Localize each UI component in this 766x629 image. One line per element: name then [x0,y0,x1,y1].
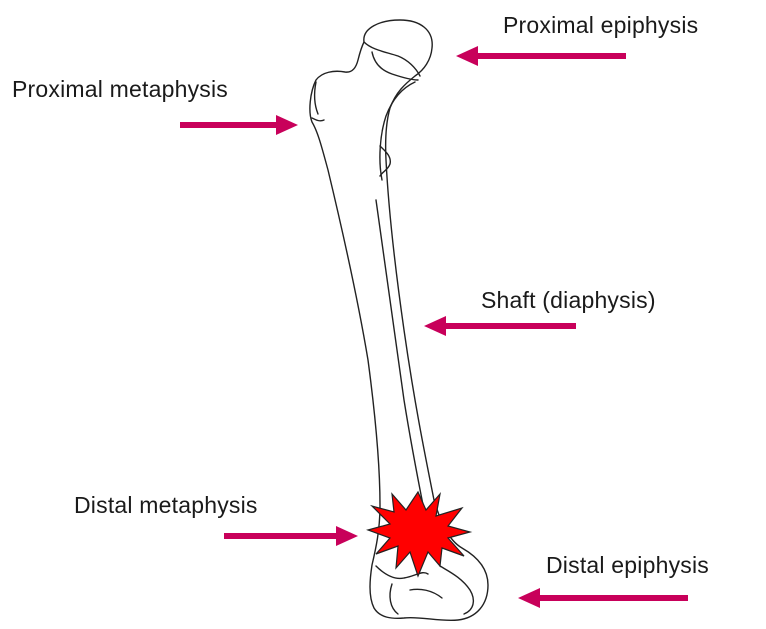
arrow-distal-epiphysis [518,588,688,608]
arrow-distal-metaphysis [224,526,358,546]
arrow-proximal-metaphysis [180,115,298,135]
label-distal-epiphysis: Distal epiphysis [546,552,709,579]
label-proximal-epiphysis: Proximal epiphysis [503,12,698,39]
arrow-proximal-epiphysis [456,46,626,66]
arrow-shaft [424,316,576,336]
label-proximal-metaphysis: Proximal metaphysis [12,76,228,103]
label-shaft: Shaft (diaphysis) [481,287,656,314]
label-distal-metaphysis: Distal metaphysis [74,492,258,519]
